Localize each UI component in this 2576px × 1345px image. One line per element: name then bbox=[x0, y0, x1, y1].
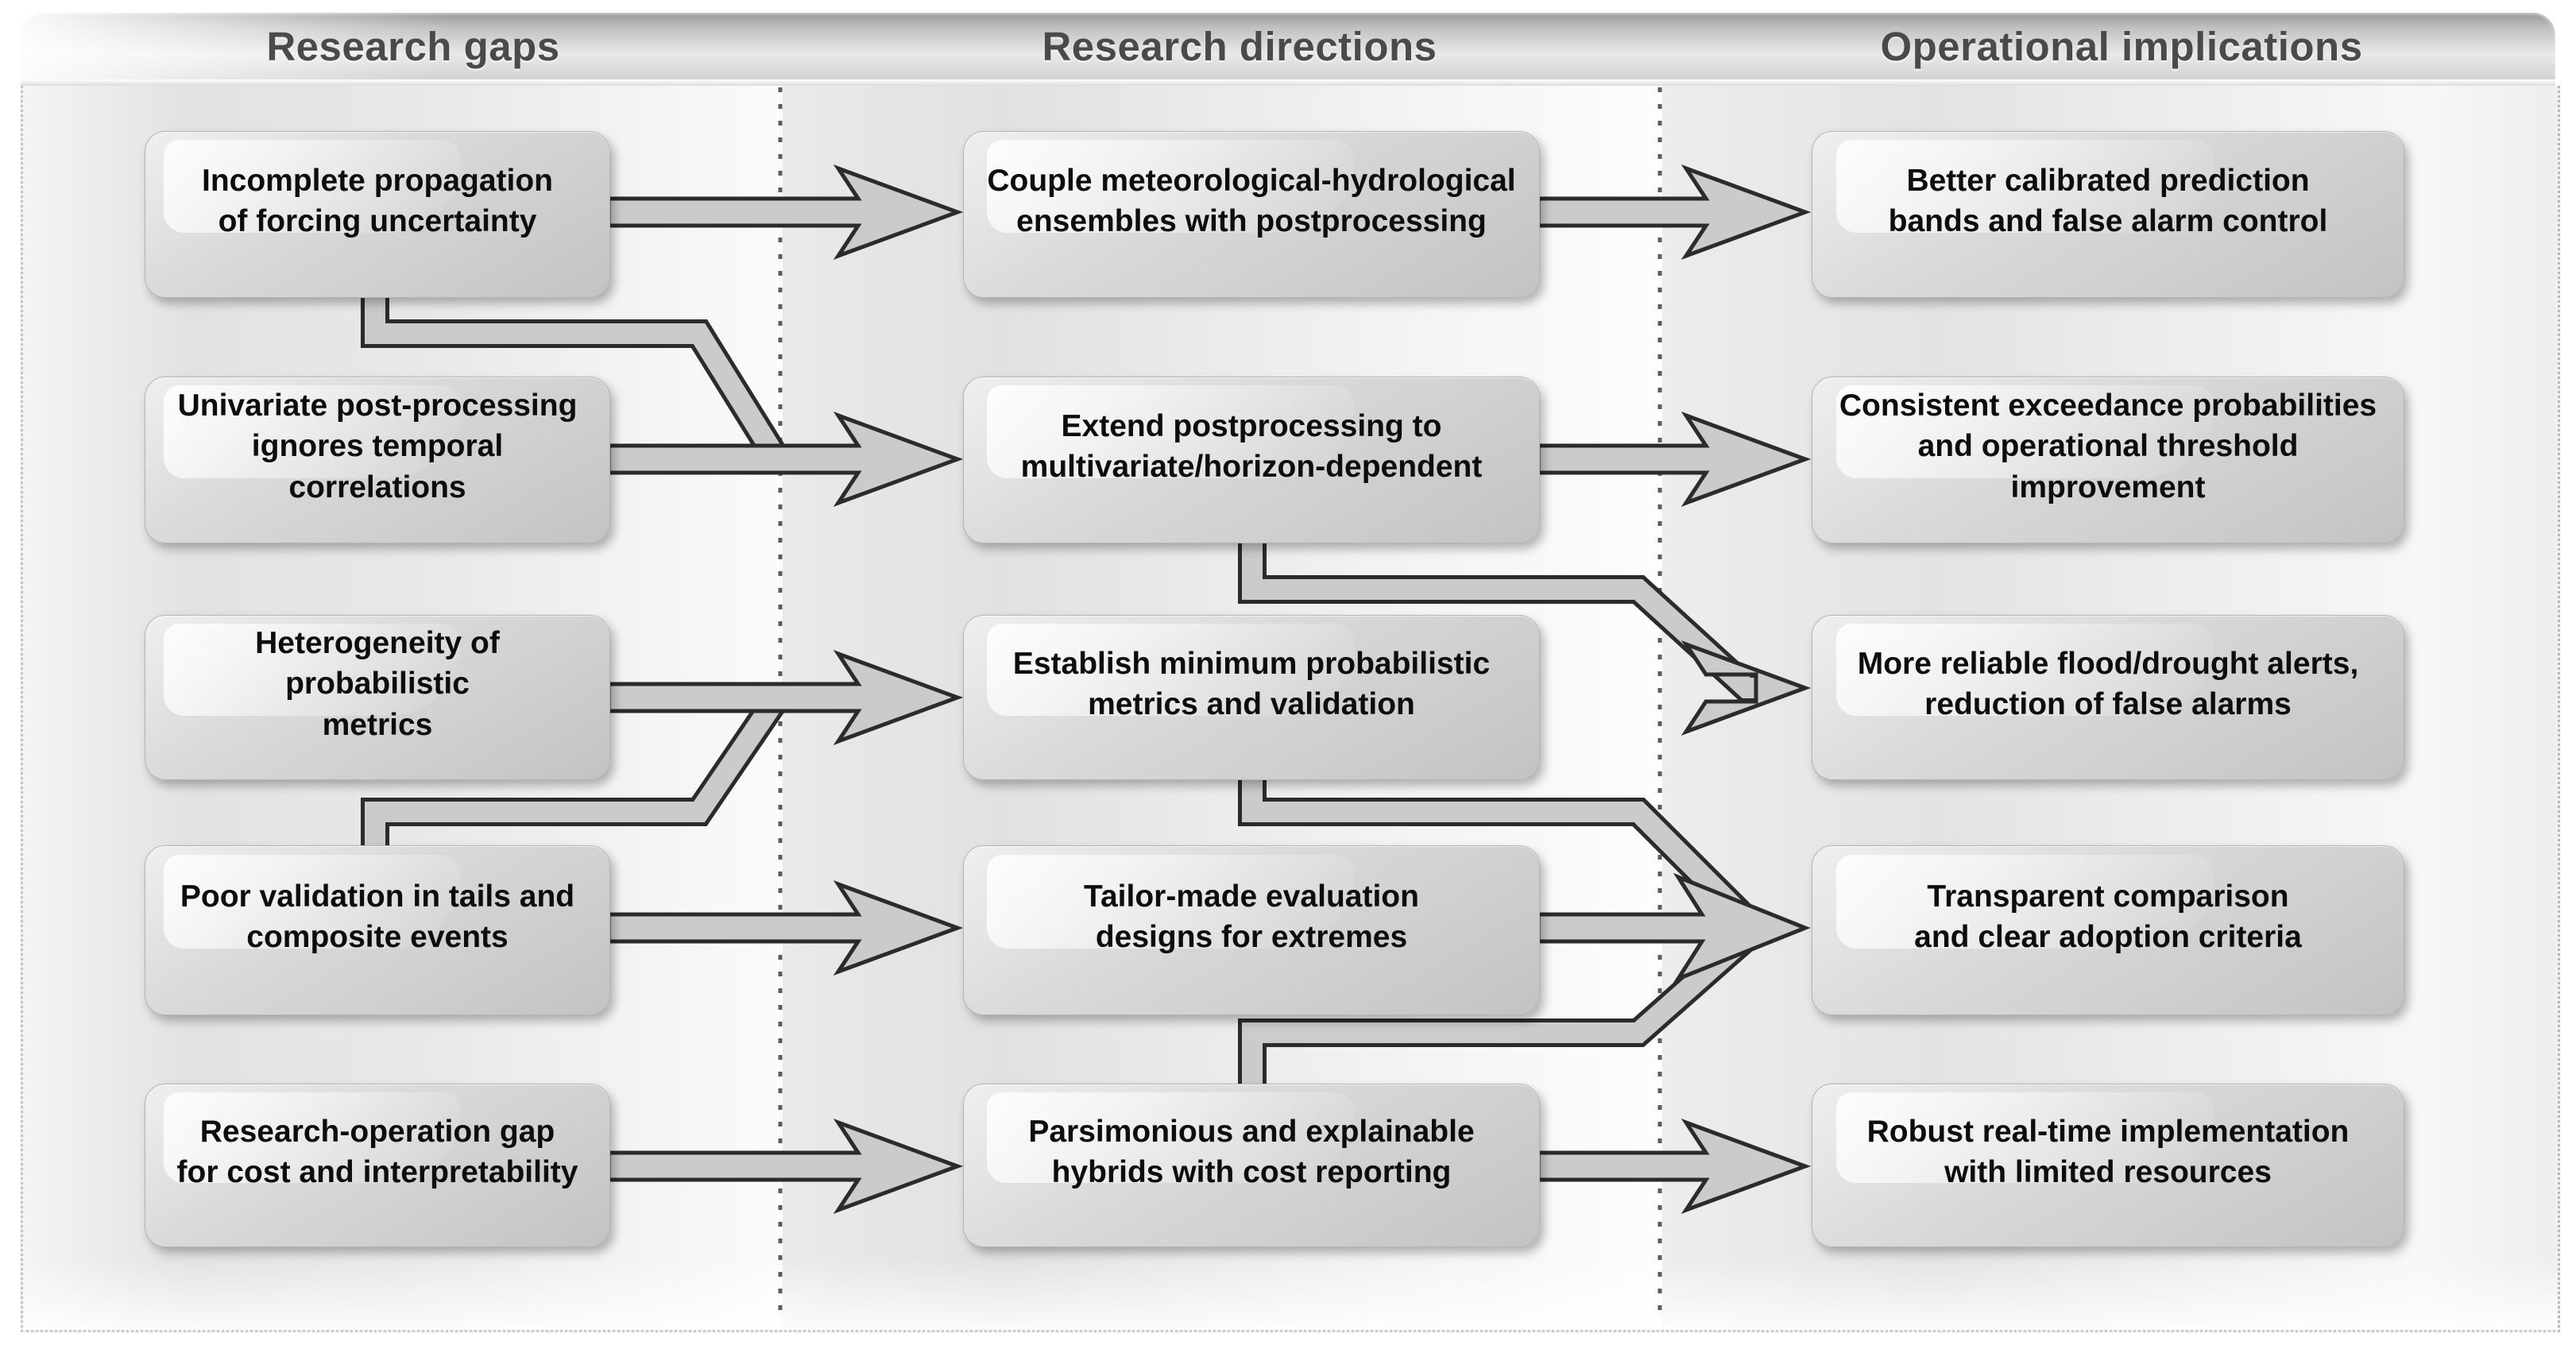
implication-label-4: Transparent comparison and clear adoptio… bbox=[1914, 879, 2302, 954]
direction-box-2: Extend postprocessing to multivariate/ho… bbox=[963, 377, 1540, 543]
implication-label-1: Better calibrated prediction bands and f… bbox=[1888, 163, 2328, 238]
gap-label-3: Heterogeneity of probabilistic metrics bbox=[255, 625, 500, 742]
direction-label-3: Establish minimum probabilistic metrics … bbox=[1012, 646, 1491, 721]
column-header-research-directions: Research directions bbox=[1042, 23, 1437, 69]
column-header-operational-implications: Operational implications bbox=[1880, 23, 2363, 69]
elbow-dir5-imp4 bbox=[1238, 925, 1758, 1093]
implication-box-2: Consistent exceedance probabilities and … bbox=[1812, 377, 2404, 543]
elbow-gap1-dir2 bbox=[361, 283, 790, 467]
elbow-dir3-imp4 bbox=[1238, 769, 1758, 932]
arrow-gap4-dir4 bbox=[606, 880, 964, 976]
direction-label-5: Parsimonious and explainable hybrids wit… bbox=[1028, 1114, 1475, 1189]
arrow-dir5-imp5 bbox=[1536, 1119, 1812, 1214]
direction-box-3: Establish minimum probabilistic metrics … bbox=[963, 615, 1540, 780]
arrow-dir1-imp1 bbox=[1536, 164, 1812, 260]
implication-label-2: Consistent exceedance probabilities and … bbox=[1839, 388, 2377, 504]
header-bar bbox=[21, 13, 2555, 79]
elbow-gap4-dir3 bbox=[361, 689, 789, 861]
arrow-gap2-dir2 bbox=[606, 412, 964, 507]
implication-box-1: Better calibrated prediction bands and f… bbox=[1812, 131, 2404, 298]
implication-box-5: Robust real-time implementation with lim… bbox=[1812, 1084, 2404, 1247]
gap-label-2: Univariate post-processing ignores tempo… bbox=[177, 388, 578, 504]
arrow-gap1-dir1 bbox=[606, 164, 964, 260]
direction-label-1: Couple meteorological-hydrological ensem… bbox=[987, 163, 1516, 238]
implication-label-5: Robust real-time implementation with lim… bbox=[1866, 1114, 2350, 1189]
header-divider bbox=[21, 79, 2555, 86]
arrow-gap5-dir5 bbox=[606, 1119, 964, 1214]
gap-label-1: Incomplete propagation of forcing uncert… bbox=[201, 163, 554, 238]
direction-box-5: Parsimonious and explainable hybrids wit… bbox=[963, 1084, 1540, 1247]
direction-box-4: Tailor-made evaluation designs for extre… bbox=[963, 845, 1540, 1015]
gap-box-5: Research-operation gap for cost and inte… bbox=[145, 1084, 610, 1247]
arrow-dir2-imp2 bbox=[1536, 412, 1812, 507]
column-header-research-gaps: Research gaps bbox=[266, 23, 560, 69]
implication-box-4: Transparent comparison and clear adoptio… bbox=[1812, 845, 2404, 1015]
direction-label-4: Tailor-made evaluation designs for extre… bbox=[1084, 879, 1419, 954]
arrow-gap3-dir3 bbox=[606, 650, 964, 745]
gap-box-2: Univariate post-processing ignores tempo… bbox=[145, 377, 610, 543]
gap-label-5: Research-operation gap for cost and inte… bbox=[176, 1114, 578, 1189]
gap-box-4: Poor validation in tails and composite e… bbox=[145, 845, 610, 1015]
gap-box-1: Incomplete propagation of forcing uncert… bbox=[145, 131, 610, 298]
direction-label-2: Extend postprocessing to multivariate/ho… bbox=[1020, 408, 1483, 484]
gap-label-4: Poor validation in tails and composite e… bbox=[180, 879, 575, 954]
elbow-dir2-imp3 bbox=[1238, 532, 1812, 736]
gap-box-3: Heterogeneity of probabilistic metrics bbox=[145, 615, 610, 780]
direction-box-1: Couple meteorological-hydrological ensem… bbox=[963, 131, 1540, 298]
arrow-dir4-imp4 bbox=[1536, 872, 1811, 984]
implication-label-3: More reliable flood/drought alerts, redu… bbox=[1857, 646, 2359, 721]
implication-box-3: More reliable flood/drought alerts, redu… bbox=[1812, 615, 2404, 780]
